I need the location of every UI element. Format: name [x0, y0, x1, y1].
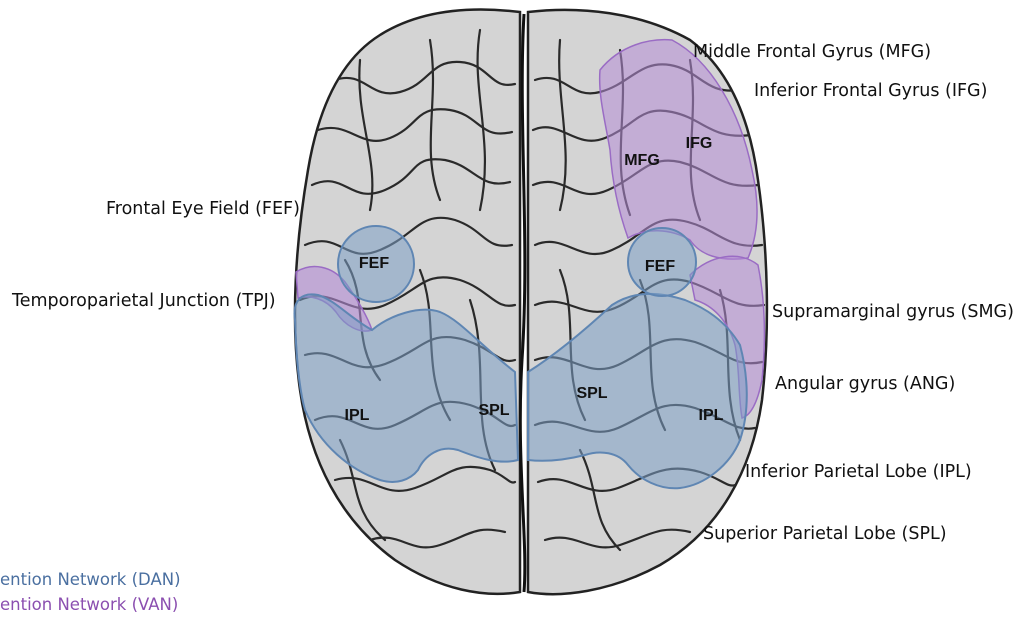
label-frontal-eye-field: Frontal Eye Field (FEF) — [106, 199, 300, 219]
region-label-fef-right: FEF — [645, 258, 675, 275]
label-middle-frontal-gyrus: Middle Frontal Gyrus (MFG) — [693, 42, 931, 62]
region-label-mfg: MFG — [624, 152, 660, 169]
region-label-ipl-right: IPL — [699, 407, 724, 424]
label-supramarginal-gyrus: Supramarginal gyrus (SMG) — [772, 302, 1014, 322]
region-label-spl-right: SPL — [576, 385, 607, 402]
region-label-fef-left: FEF — [359, 255, 389, 272]
legend-dan: ention Network (DAN) — [0, 570, 181, 589]
region-label-spl-left: SPL — [478, 402, 509, 419]
label-inferior-parietal-lobe: Inferior Parietal Lobe (IPL) — [745, 462, 972, 482]
label-superior-parietal-lobe: Superior Parietal Lobe (SPL) — [703, 524, 947, 544]
region-label-ipl-left: IPL — [345, 407, 370, 424]
label-angular-gyrus: Angular gyrus (ANG) — [775, 374, 955, 394]
region-label-ifg: IFG — [686, 135, 713, 152]
label-temporoparietal-junction: Temporoparietal Junction (TPJ) — [12, 291, 276, 311]
label-inferior-frontal-gyrus: Inferior Frontal Gyrus (IFG) — [754, 81, 987, 101]
legend-van: ention Network (VAN) — [0, 595, 178, 614]
